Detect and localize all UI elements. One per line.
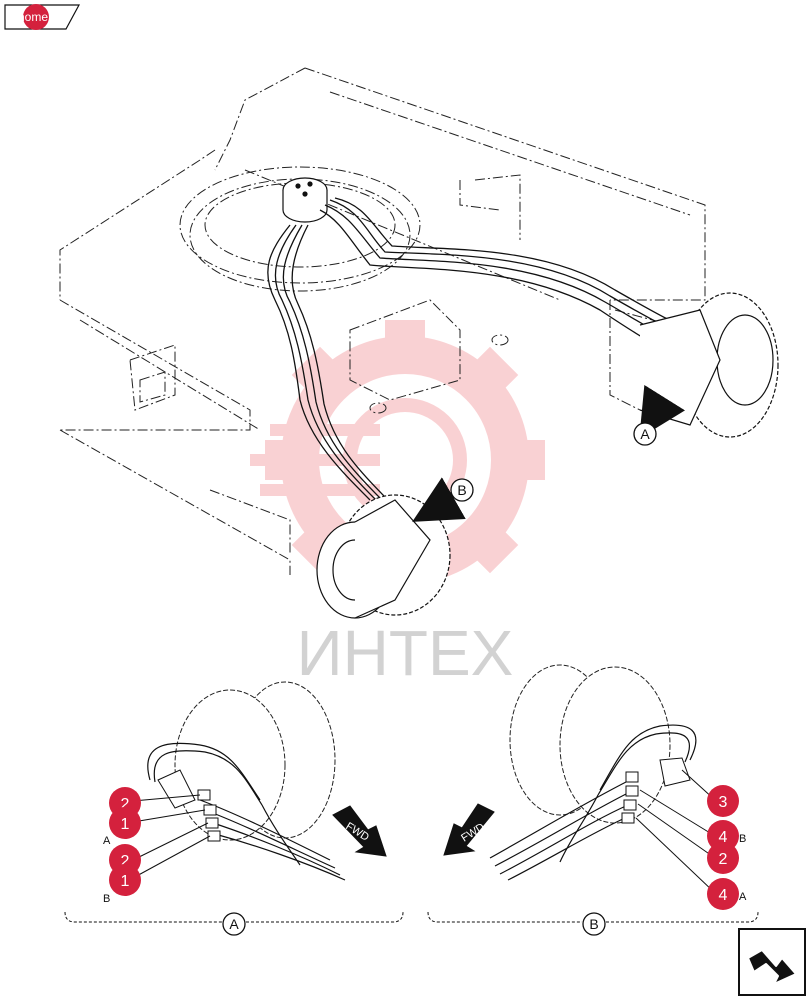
callout-b-2[interactable]: 4 — [707, 820, 739, 852]
svg-text:2: 2 — [719, 851, 728, 868]
svg-text:B: B — [457, 482, 466, 498]
detail-view-b: B A 3 4 2 4 FWD B — [427, 664, 759, 936]
svg-text:3: 3 — [719, 794, 728, 811]
svg-text:4: 4 — [719, 829, 728, 846]
home-label: home — [18, 10, 49, 24]
detail-b-hoses — [489, 724, 697, 881]
travel-motor-left — [316, 494, 451, 619]
view-marker-b[interactable]: B — [412, 477, 474, 522]
detail-b-motor — [509, 664, 671, 824]
svg-text:A: A — [640, 426, 650, 442]
fwd-arrow-a: FWD — [332, 805, 387, 857]
detail-a-fittings — [157, 769, 221, 842]
view-label-a: A — [64, 911, 404, 936]
svg-text:2: 2 — [121, 853, 130, 870]
svg-text:A: A — [229, 916, 239, 932]
detail-b-fittings — [621, 757, 691, 824]
svg-text:B: B — [103, 893, 110, 905]
travel-motor-right — [639, 292, 779, 438]
home-tab-icon — [4, 4, 80, 30]
undercarriage-frame — [59, 67, 706, 575]
view-marker-a[interactable]: A — [633, 384, 686, 446]
svg-text:B: B — [589, 916, 598, 932]
callout-b-3[interactable]: 2 — [707, 842, 739, 874]
callout-b-4[interactable]: 4 — [707, 878, 739, 910]
next-page-arrow-icon — [738, 928, 806, 996]
watermark-text: ИНТЕХ — [297, 617, 514, 689]
svg-text:A: A — [739, 891, 747, 903]
callout-a-2[interactable]: 1 — [109, 807, 141, 839]
detail-a-motor — [174, 681, 336, 841]
svg-text:4: 4 — [719, 887, 728, 904]
svg-text:1: 1 — [121, 873, 130, 890]
home-button[interactable]: home — [4, 4, 80, 30]
detail-view-a: A B 2 1 2 1 FWD A — [64, 681, 404, 936]
svg-text:1: 1 — [121, 816, 130, 833]
callout-a-4[interactable]: 1 — [109, 864, 141, 896]
center-swivel-joint — [282, 177, 328, 223]
fwd-arrow-b: FWD — [443, 803, 495, 856]
detail-b-port-labels: B A — [739, 833, 747, 903]
svg-text:2: 2 — [121, 796, 130, 813]
svg-text:A: A — [103, 835, 111, 847]
svg-text:B: B — [739, 833, 746, 845]
view-label-b: B — [427, 911, 759, 936]
detail-a-port-labels: A B — [103, 835, 111, 905]
callout-b-1[interactable]: 3 — [707, 785, 739, 817]
next-page-button[interactable] — [738, 928, 806, 996]
